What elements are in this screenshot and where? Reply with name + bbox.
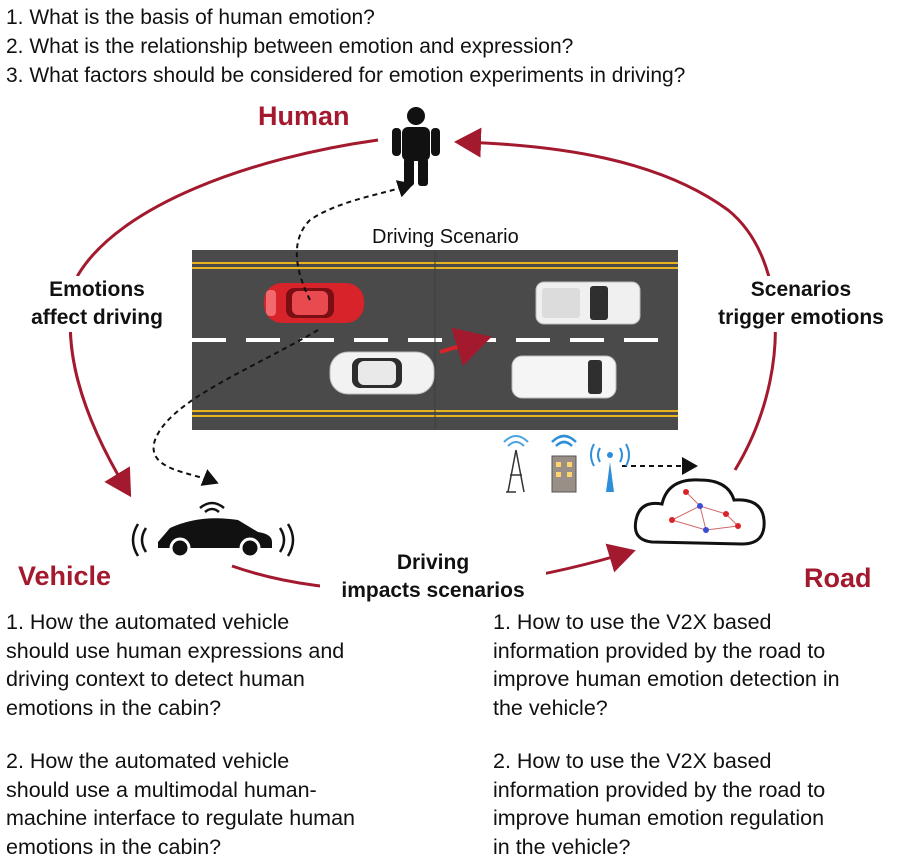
edge-label-line: Driving: [396, 551, 470, 574]
road-direction-arrow: [439, 327, 492, 367]
text-line: information provided by the road to: [493, 638, 826, 663]
text-line: 2. How the automated vehicle: [6, 749, 290, 773]
edge-label-line: affect driving: [31, 306, 163, 329]
text-line: emotions in the cabin?: [6, 695, 222, 720]
car-icon: [131, 501, 295, 559]
van-icon: [511, 355, 617, 399]
edge-label-line: Emotions: [49, 278, 145, 301]
text-line: in the vehicle?: [493, 834, 631, 859]
arrow-human-to-vehicle: [68, 138, 379, 498]
antenna-icon: [590, 443, 630, 492]
dashed-arrow-to-human: [295, 180, 414, 301]
text-line: information provided by the road to: [493, 777, 826, 802]
road-question-2: 2. How to use the V2X based information …: [493, 747, 825, 861]
text-line: machine interface to regulate human: [6, 806, 355, 830]
text-line: improve human emotion regulation: [493, 806, 825, 830]
pickup-truck-icon: [535, 281, 641, 325]
text-line: driving context to detect human: [6, 667, 305, 691]
edge-label-emotions-affect-driving: Emotions affect driving: [14, 276, 180, 332]
road-question-1: 1. How to use the V2X based information …: [493, 608, 840, 722]
edge-label-scenarios-trigger-emotions: Scenarios trigger emotions: [696, 276, 906, 332]
edge-label-driving-impacts-scenarios: Driving impacts scenarios: [320, 549, 546, 605]
top-question-2: 2. What is the relationship between emot…: [6, 35, 574, 58]
text-line: the vehicle?: [493, 695, 608, 720]
text-line: should use a multimodal human-: [6, 777, 317, 802]
building-wifi-icon: [551, 434, 577, 493]
text-line: 2. How to use the V2X based: [493, 749, 772, 773]
text-line: 1. How to use the V2X based: [493, 610, 772, 634]
edge-label-line: Scenarios: [750, 278, 852, 301]
text-line: emotions in the cabin?: [6, 834, 222, 859]
person-icon: [392, 107, 440, 186]
dashed-arrow-to-vehicle: [152, 329, 319, 486]
red-car-icon: [264, 283, 364, 323]
text-line: improve human emotion detection in: [493, 667, 840, 691]
road-scene: [192, 250, 678, 430]
text-line: should use human expressions and: [6, 638, 345, 663]
vehicle-label: Vehicle: [18, 561, 112, 591]
cloud-network-icon: [633, 478, 766, 546]
edge-label-line: trigger emotions: [718, 306, 884, 329]
human-label: Human: [258, 101, 350, 131]
top-question-3: 3. What factors should be considered for…: [6, 64, 686, 87]
text-line: 1. How the automated vehicle: [6, 610, 290, 634]
white-car-icon: [329, 351, 435, 395]
arrow-road-to-human: [454, 127, 777, 471]
radio-tower-icon: [503, 435, 529, 493]
vehicle-question-2: 2. How the automated vehicle should use …: [6, 747, 355, 861]
top-question-1: 1. What is the basis of human emotion?: [6, 6, 375, 29]
vehicle-question-1: 1. How the automated vehicle should use …: [6, 608, 344, 722]
edge-label-line: impacts scenarios: [341, 579, 525, 602]
driving-scenario-label: Driving Scenario: [372, 226, 519, 248]
road-label: Road: [804, 563, 872, 593]
